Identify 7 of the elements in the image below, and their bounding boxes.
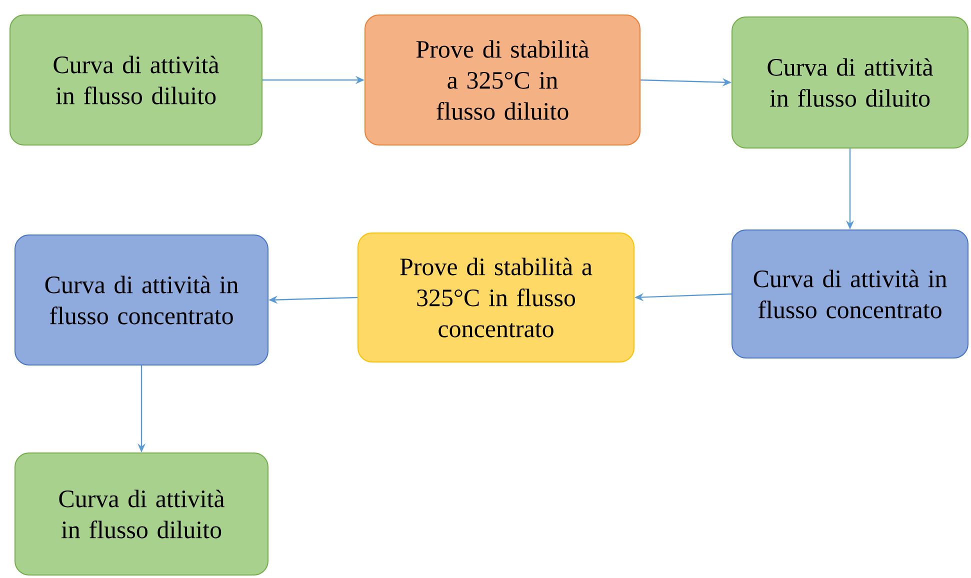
process-box: Curva di attività in flusso diluito bbox=[732, 16, 969, 148]
process-box: Curva di attività in flusso diluito bbox=[10, 14, 262, 146]
process-box: Curva di attività in flusso concentrato bbox=[14, 234, 268, 366]
process-box: Prove di stabilità a 325°C in flusso concentrato bbox=[358, 232, 634, 362]
process-box: Curva di attività in flusso diluito bbox=[14, 452, 268, 576]
process-box: Prove di stabilità a 325°C in flusso diluito bbox=[364, 14, 640, 146]
process-box: Curva di attività in flusso concentrato bbox=[732, 230, 969, 358]
